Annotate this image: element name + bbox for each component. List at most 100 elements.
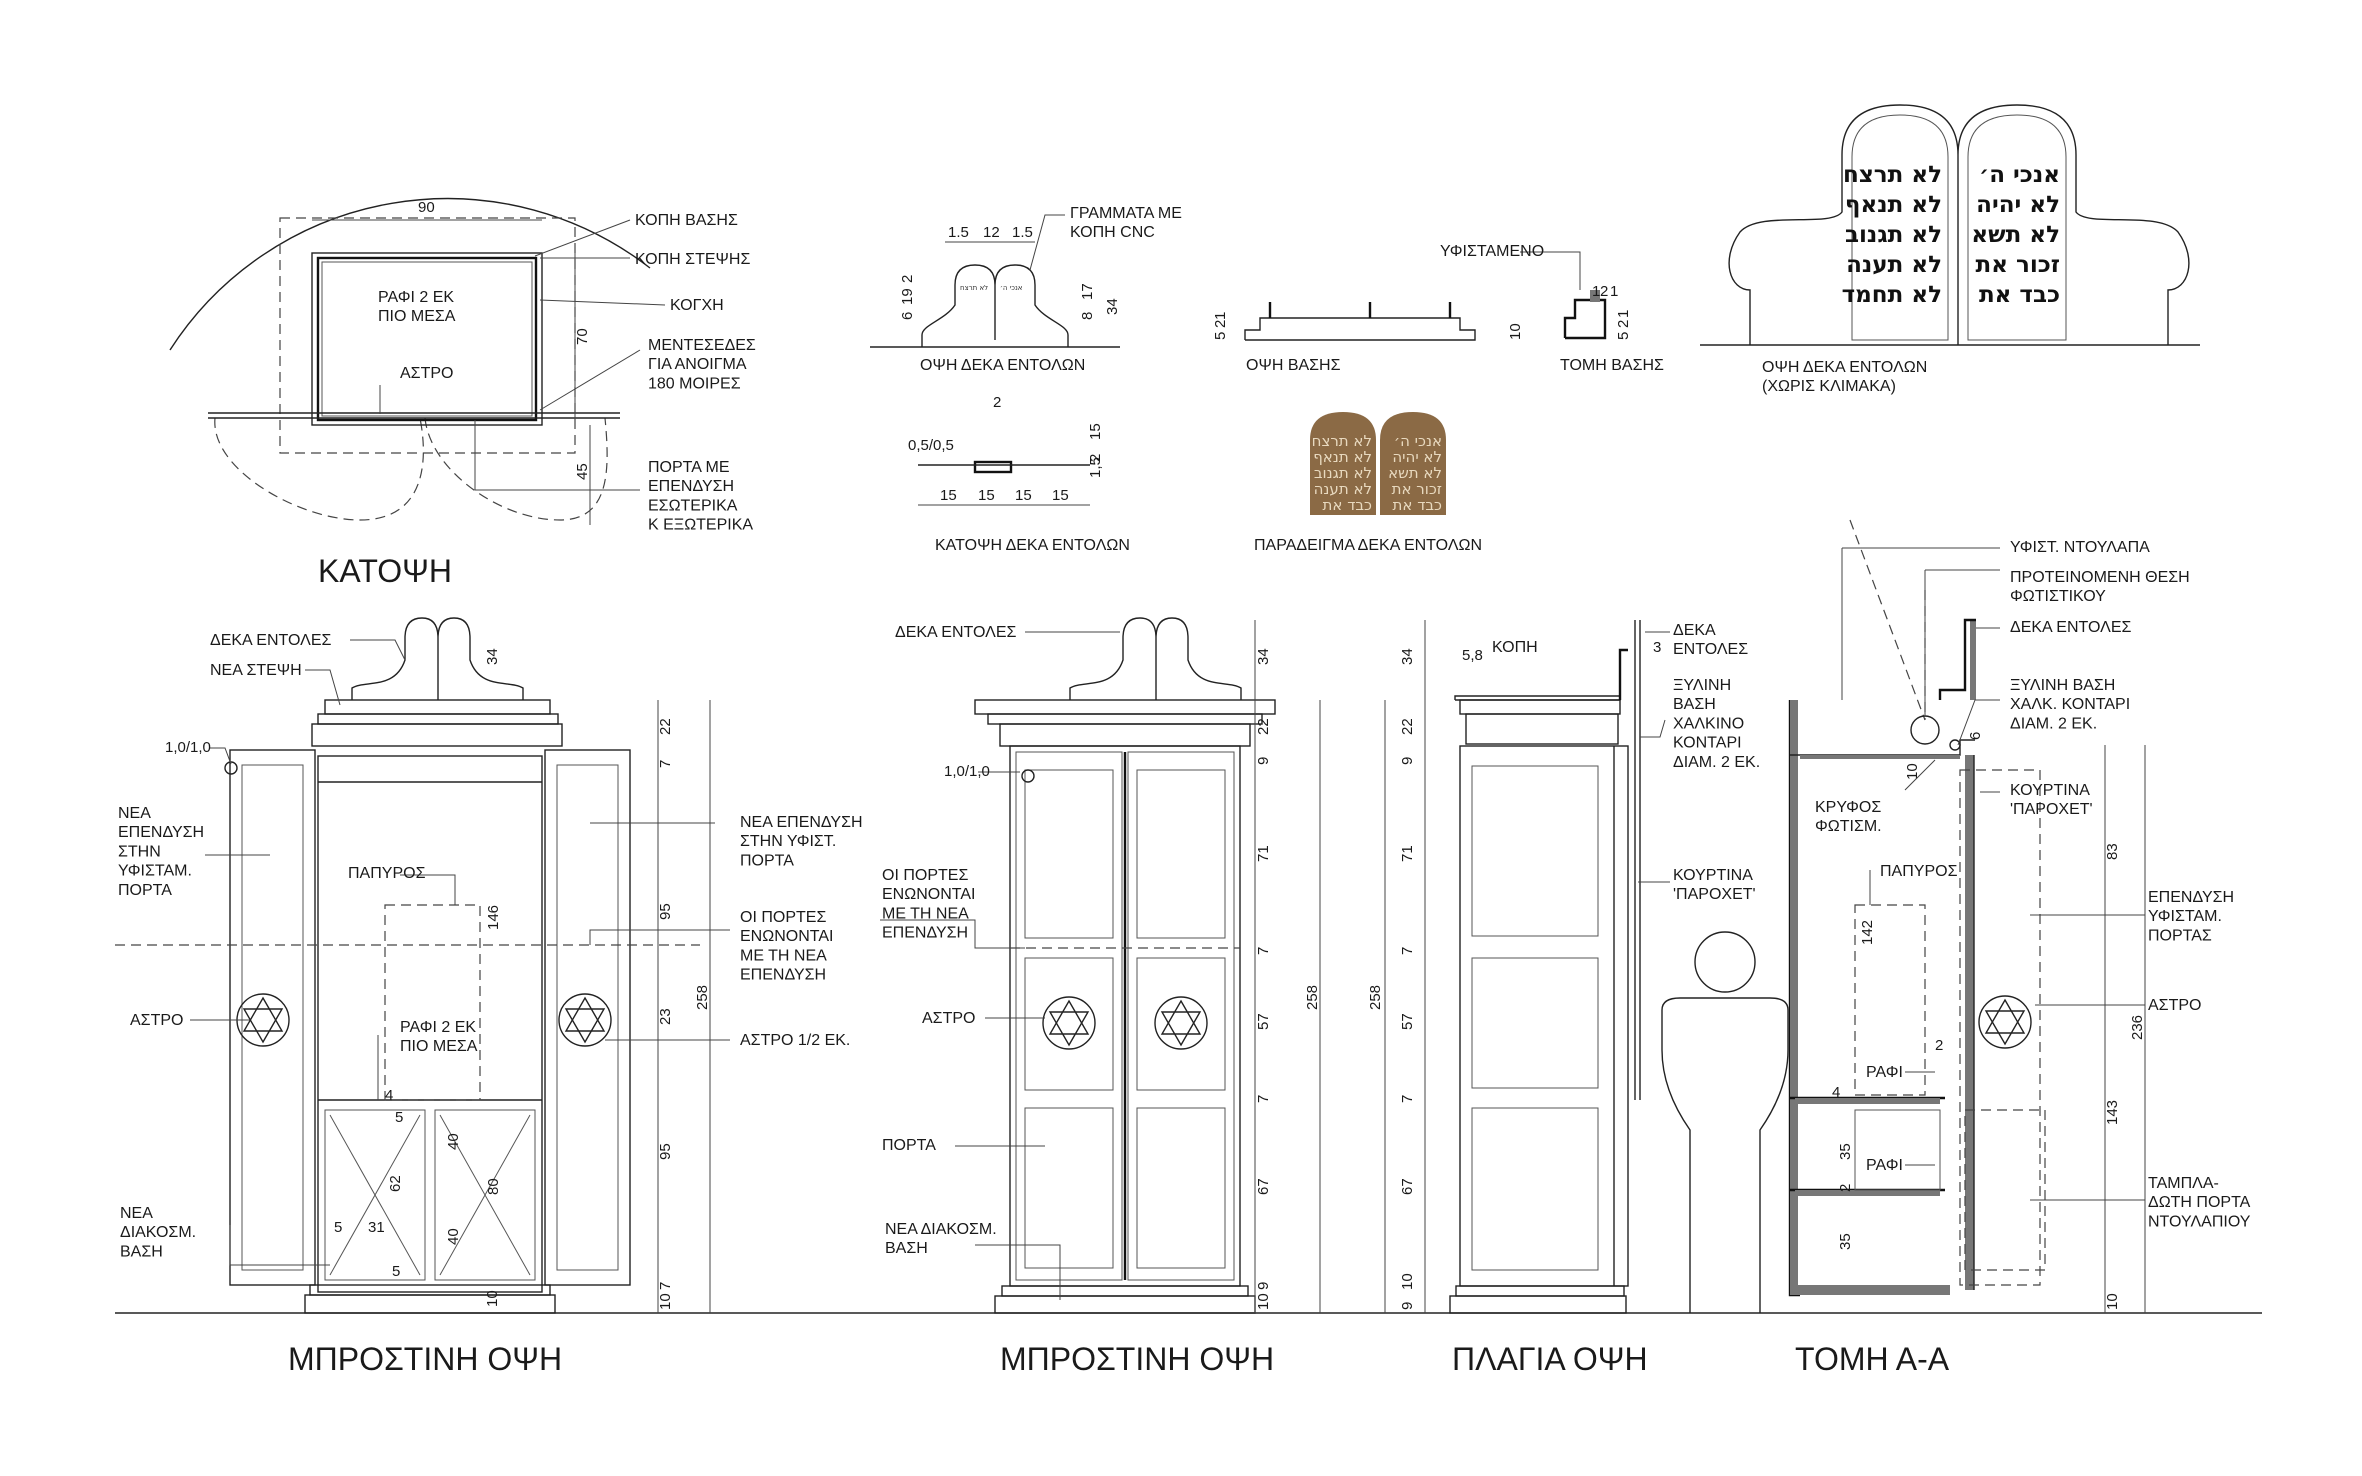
front2-label-corner: 1,0/1,0 bbox=[944, 763, 990, 780]
section-dim-6: 35 bbox=[1837, 1143, 1854, 1160]
front2-left-door bbox=[1015, 751, 1123, 1281]
base-view-dim-2: 2 bbox=[1212, 320, 1229, 328]
side-dim-1: 34 bbox=[1399, 648, 1416, 665]
plan-dashed-outline bbox=[279, 217, 576, 454]
section-leader-hidden bbox=[1904, 759, 1936, 791]
front1-right-panel bbox=[556, 764, 619, 1271]
side-dim-7: 7 bbox=[1399, 1095, 1416, 1103]
front2-base-2 bbox=[994, 1295, 1256, 1314]
front2-label-base: ΝΕΑ ΔΙΑΚΟΣΜ.ΒΑΣΗ bbox=[885, 1221, 997, 1257]
tablets-example-left bbox=[1310, 412, 1376, 515]
front1-right-door bbox=[544, 749, 631, 1286]
front1-leader-tablets bbox=[350, 639, 406, 661]
front2-panel-lt bbox=[1024, 769, 1114, 939]
side-crown-base bbox=[1465, 713, 1619, 745]
tablets-plan-dim-r1: 15 bbox=[1087, 423, 1104, 440]
front2-dim-9: 9 bbox=[1255, 1282, 1272, 1290]
front2-base-1 bbox=[1001, 1285, 1249, 1297]
base-section-dim-1: 1 bbox=[1592, 283, 1600, 300]
plan-swing-arc bbox=[169, 197, 651, 351]
tablets-plan-dim-r2: 2 bbox=[1087, 454, 1104, 462]
section-dim-3: 142 bbox=[1859, 920, 1876, 945]
front1-dim-in-5: 40 bbox=[445, 1133, 462, 1150]
side-label-curtain: ΚΟΥΡΤΙΝΑ'ΠΑΡΟΧΕΤ' bbox=[1673, 867, 1756, 903]
tablets-example-r1: אנכי ה׳ bbox=[1394, 432, 1442, 450]
side-body bbox=[1459, 745, 1629, 1287]
front2-crown-top bbox=[974, 699, 1276, 715]
base-section-profile bbox=[1563, 298, 1607, 340]
section-leader-pole bbox=[1957, 699, 2000, 746]
tablets-plan-dim-left: 0,5/0,5 bbox=[908, 437, 954, 454]
section-scroll bbox=[1854, 904, 1926, 1096]
tablets-large-l2: לא תנאף bbox=[1845, 192, 1942, 218]
section-star bbox=[1978, 995, 2032, 1049]
side-leader-base bbox=[1640, 719, 1666, 738]
section-dim-1: 10 bbox=[1904, 763, 1921, 780]
section-label-star: ΑΣΤΡΟ bbox=[2148, 997, 2201, 1014]
front2-dim-1: 34 bbox=[1255, 648, 1272, 665]
section-door-dashed bbox=[1959, 769, 2041, 1286]
tablets-small-dim-t2: 12 bbox=[983, 224, 1000, 241]
tablets-large-r3: לא תשא bbox=[1971, 222, 2060, 248]
tablets-example-r4: זכור את bbox=[1392, 480, 1442, 498]
section-dim-4: 2 bbox=[1935, 1037, 1943, 1054]
front1-dim-7: 10 bbox=[657, 1293, 674, 1310]
tablets-small-dim-r2: 8 bbox=[1079, 312, 1096, 320]
front1-cabinet-l bbox=[324, 1109, 426, 1281]
side-dim-6: 57 bbox=[1399, 1013, 1416, 1030]
plan-leader-1 bbox=[534, 219, 631, 257]
front2-crown-mid bbox=[987, 713, 1263, 725]
plan-door-swing-right bbox=[424, 417, 608, 521]
side-panel-mid bbox=[1471, 957, 1599, 1089]
plan-door-swing-left bbox=[214, 417, 424, 521]
tablets-example-l5: כבד את bbox=[1323, 496, 1373, 514]
tablets-large-r4: זכור את bbox=[1976, 252, 2060, 278]
tablets-large-r5: כבד את bbox=[1979, 282, 2060, 308]
front1-leader-scroll bbox=[400, 874, 456, 905]
front2-panel-rt bbox=[1136, 769, 1226, 939]
base-section-note: ΥΦΙΣΤΑΜΕΝΟ bbox=[1440, 243, 1544, 260]
side-dim-2: 22 bbox=[1399, 718, 1416, 735]
section-dim-8: 35 bbox=[1837, 1233, 1854, 1250]
tablets-example-l3: לא תגנוב bbox=[1314, 464, 1372, 482]
front1-label-tablets: ΔΕΚΑ ΕΝΤΟΛΕΣ bbox=[210, 632, 331, 649]
front1-dim-total: 258 bbox=[694, 985, 711, 1010]
tablets-example-r2: לא יהיה bbox=[1392, 448, 1442, 466]
plan-dim-width: 90 bbox=[418, 199, 435, 216]
tablets-example-l1: לא תרצח bbox=[1312, 432, 1372, 450]
front1-label-star: ΑΣΤΡΟ bbox=[130, 1012, 183, 1029]
tablets-example-r3: לא תשא bbox=[1388, 464, 1442, 482]
tablets-plan-dim-r3: 1,5 bbox=[1087, 457, 1104, 478]
section-crown-profile bbox=[1938, 618, 1976, 700]
front1-leader-join bbox=[589, 929, 730, 945]
tablets-large-outline bbox=[1728, 104, 2190, 345]
plan-dim-door: 45 bbox=[574, 463, 591, 480]
base-section-dim-5: 5 bbox=[1615, 332, 1632, 340]
tablets-example-l4: לא תענה bbox=[1314, 480, 1372, 498]
front1-cabinet-r bbox=[434, 1109, 536, 1281]
front1-dim-in-2: 4 bbox=[385, 1087, 393, 1104]
tablets-plan-dim-4: 15 bbox=[1052, 487, 1069, 504]
front1-dim-in-11: 10 bbox=[484, 1290, 501, 1307]
tablets-plan-dim-top: 2 bbox=[993, 394, 1001, 411]
tablets-small-dim-r1: 17 bbox=[1079, 283, 1096, 300]
tablets-plan-caption: ΚΑΤΟΨΗ ΔΕΚΑ ΕΝΤΟΛΩΝ bbox=[935, 537, 1130, 554]
plan-callout-base: ΚΟΠΗ ΒΑΣΗΣ bbox=[635, 212, 738, 229]
front1-dim-3: 95 bbox=[657, 903, 674, 920]
front2-label-star: ΑΣΤΡΟ bbox=[922, 1010, 975, 1027]
front1-leader-base bbox=[229, 1225, 330, 1266]
front1-dim-1: 22 bbox=[657, 718, 674, 735]
side-base-1 bbox=[1455, 1285, 1625, 1297]
side-dim-small: 3 bbox=[1653, 639, 1661, 656]
section-label-shelf-1: ΡΑΦΙ bbox=[1866, 1064, 1903, 1081]
front1-dim-in-1: 146 bbox=[485, 905, 502, 930]
front1-dim-in-4: 62 bbox=[387, 1175, 404, 1192]
